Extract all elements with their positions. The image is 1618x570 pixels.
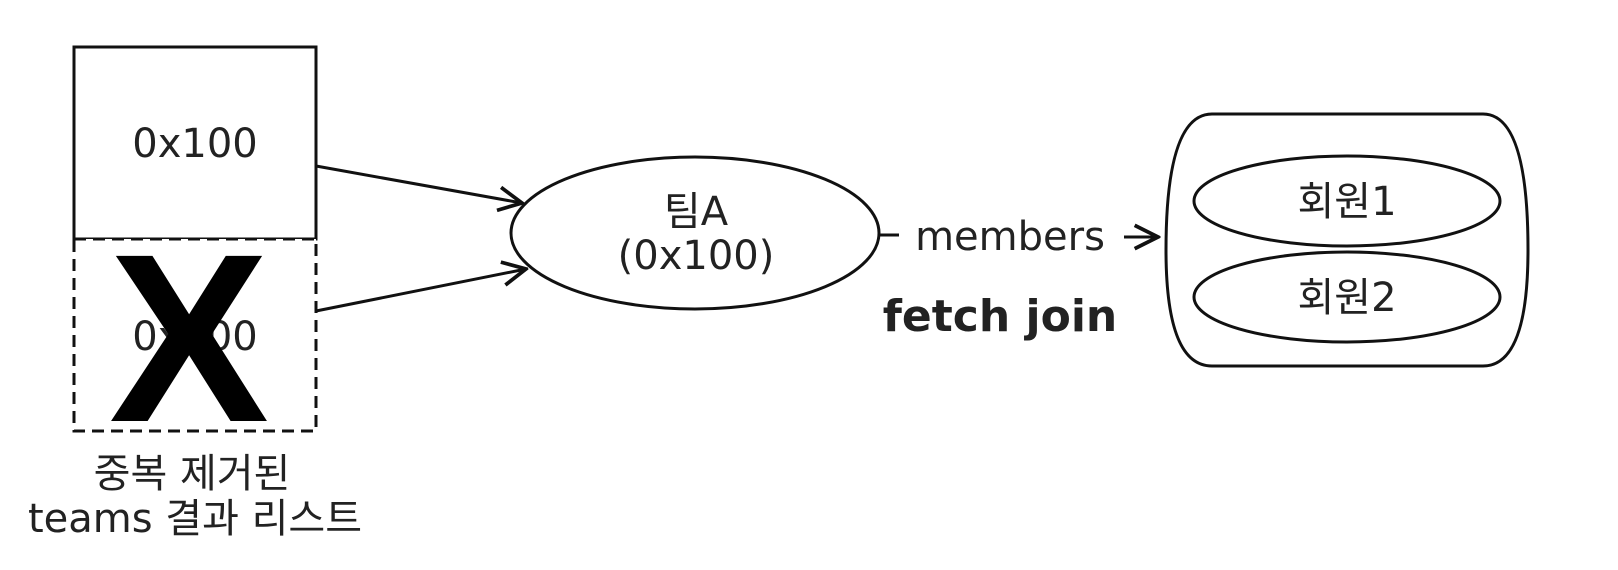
- fetch-join-label: fetch join: [883, 291, 1117, 342]
- result-list-caption-line2: teams 결과 리스트: [28, 496, 362, 542]
- arrow-removed-to-team: [315, 269, 526, 313]
- result-list-caption-line1: 중복 제거된: [94, 451, 291, 497]
- team-name: 팀A: [664, 189, 729, 235]
- kept-item-address: 0x100: [132, 121, 257, 167]
- member-1-node: [1192, 154, 1502, 248]
- result-list-item-removed: 0x100 X: [72, 204, 318, 472]
- team-entity: 팀A (0x100): [509, 155, 881, 311]
- member-1-label: 회원1: [1297, 179, 1396, 225]
- team-address: (0x100): [618, 233, 775, 279]
- removed-x-mark: X: [109, 204, 269, 472]
- removed-item-address: 0x100: [132, 314, 257, 360]
- members-label: members: [915, 214, 1105, 260]
- member-2-node: [1192, 250, 1502, 344]
- result-list-item-kept: 0x100: [72, 45, 318, 241]
- member-2-label: 회원2: [1297, 275, 1396, 321]
- members-collection: 회원1 회원2: [1164, 112, 1530, 368]
- arrow-kept-to-team: [315, 164, 522, 203]
